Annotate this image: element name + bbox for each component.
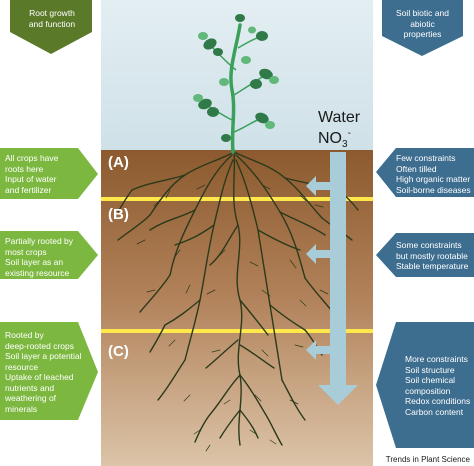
left-box-a-line: roots here — [5, 163, 44, 174]
right-box-c-line: Soil structure — [405, 364, 455, 375]
left-box-c-line: Soil layer a potential — [5, 351, 82, 361]
left-box-a-line: and fertilizer — [5, 184, 52, 195]
left-box-c-line: weathering of — [5, 393, 57, 403]
water-label: Water — [318, 109, 361, 126]
left-box-c-line: nutrients and — [5, 382, 55, 393]
right-box-a-line: High organic matter — [396, 174, 471, 184]
right-box-c: More constraints Soil structure Soil che… — [405, 354, 474, 417]
right-box-c-shape — [376, 322, 474, 448]
left-box-a: All crops have roots here Input of water… — [5, 153, 85, 195]
left-box-a-line: Input of water — [5, 174, 57, 184]
right-header-text: Soil biotic and abiotic properties — [382, 8, 463, 40]
left-box-c-line: Rooted by — [5, 330, 44, 340]
left-header-shape — [10, 0, 92, 54]
nitrate-superscript: - — [348, 128, 351, 139]
zone-label-b: (B) — [108, 206, 129, 223]
uptake-arrow-c — [306, 340, 330, 360]
left-header-text: Root growth and function — [12, 8, 92, 29]
right-box-b-line: Stable temperature — [396, 261, 469, 271]
right-header-label: Soil biotic and abiotic properties — [396, 8, 449, 39]
right-box-a: Few constraints Often tilled High organi… — [396, 153, 474, 195]
left-box-c-line: deep-rooted crops — [5, 340, 74, 351]
nitrate-subscript: 3 — [342, 139, 348, 150]
sky-panel — [101, 0, 373, 150]
left-box-c-line: minerals — [5, 403, 38, 414]
journal-credit: Trends in Plant Science — [385, 455, 470, 464]
left-box-c-line: resource — [5, 361, 39, 372]
left-box-b-line: Partially rooted by — [5, 236, 74, 246]
left-box-a-line: All crops have — [5, 153, 59, 163]
right-box-b: Some constraints but mostly rootable Sta… — [396, 240, 474, 272]
zone-label-a: (A) — [108, 154, 129, 171]
right-box-b-line: Some constraints — [396, 240, 462, 250]
left-box-b-line: most crops — [5, 246, 47, 257]
plant-shoot — [193, 14, 279, 154]
left-box-b-line: Soil layer as an — [5, 257, 64, 267]
zone-label-c: (C) — [108, 343, 129, 360]
right-box-b-shape — [376, 233, 474, 277]
left-box-c-shape — [0, 322, 98, 420]
uptake-arrow-b — [306, 244, 330, 264]
nitrate-base: NO — [318, 130, 342, 147]
nitrate-label: NO3- — [318, 128, 351, 150]
right-box-c-line: Carbon content — [405, 406, 464, 417]
left-box-c: Rooted by deep-rooted crops Soil layer a… — [5, 330, 87, 414]
right-box-a-shape — [376, 148, 474, 197]
right-box-c-line: More constraints — [405, 354, 468, 364]
left-box-b-shape — [0, 231, 98, 279]
left-box-c-line: Uptake of leached — [5, 372, 74, 382]
left-box-b: Partially rooted by most crops Soil laye… — [5, 236, 85, 278]
right-box-a-line: Few constraints — [396, 153, 456, 163]
right-box-c-line: Redox conditions — [405, 396, 471, 406]
leaching-arrow — [318, 152, 358, 405]
left-header-label: Root growth and function — [28, 8, 76, 29]
right-box-c-line: Soil chemical — [405, 375, 456, 385]
right-box-b-line: but mostly rootable — [396, 250, 468, 261]
uptake-arrow-a — [306, 176, 330, 196]
fine-root-hairs — [136, 184, 339, 452]
right-box-a-line: Often tilled — [396, 163, 437, 174]
left-box-b-line: existing resource — [5, 267, 70, 278]
right-box-a-line: Soil-borne diseases — [396, 184, 471, 195]
right-header-shape — [382, 0, 463, 56]
left-box-a-shape — [0, 148, 98, 199]
right-box-c-line: composition — [405, 385, 451, 396]
